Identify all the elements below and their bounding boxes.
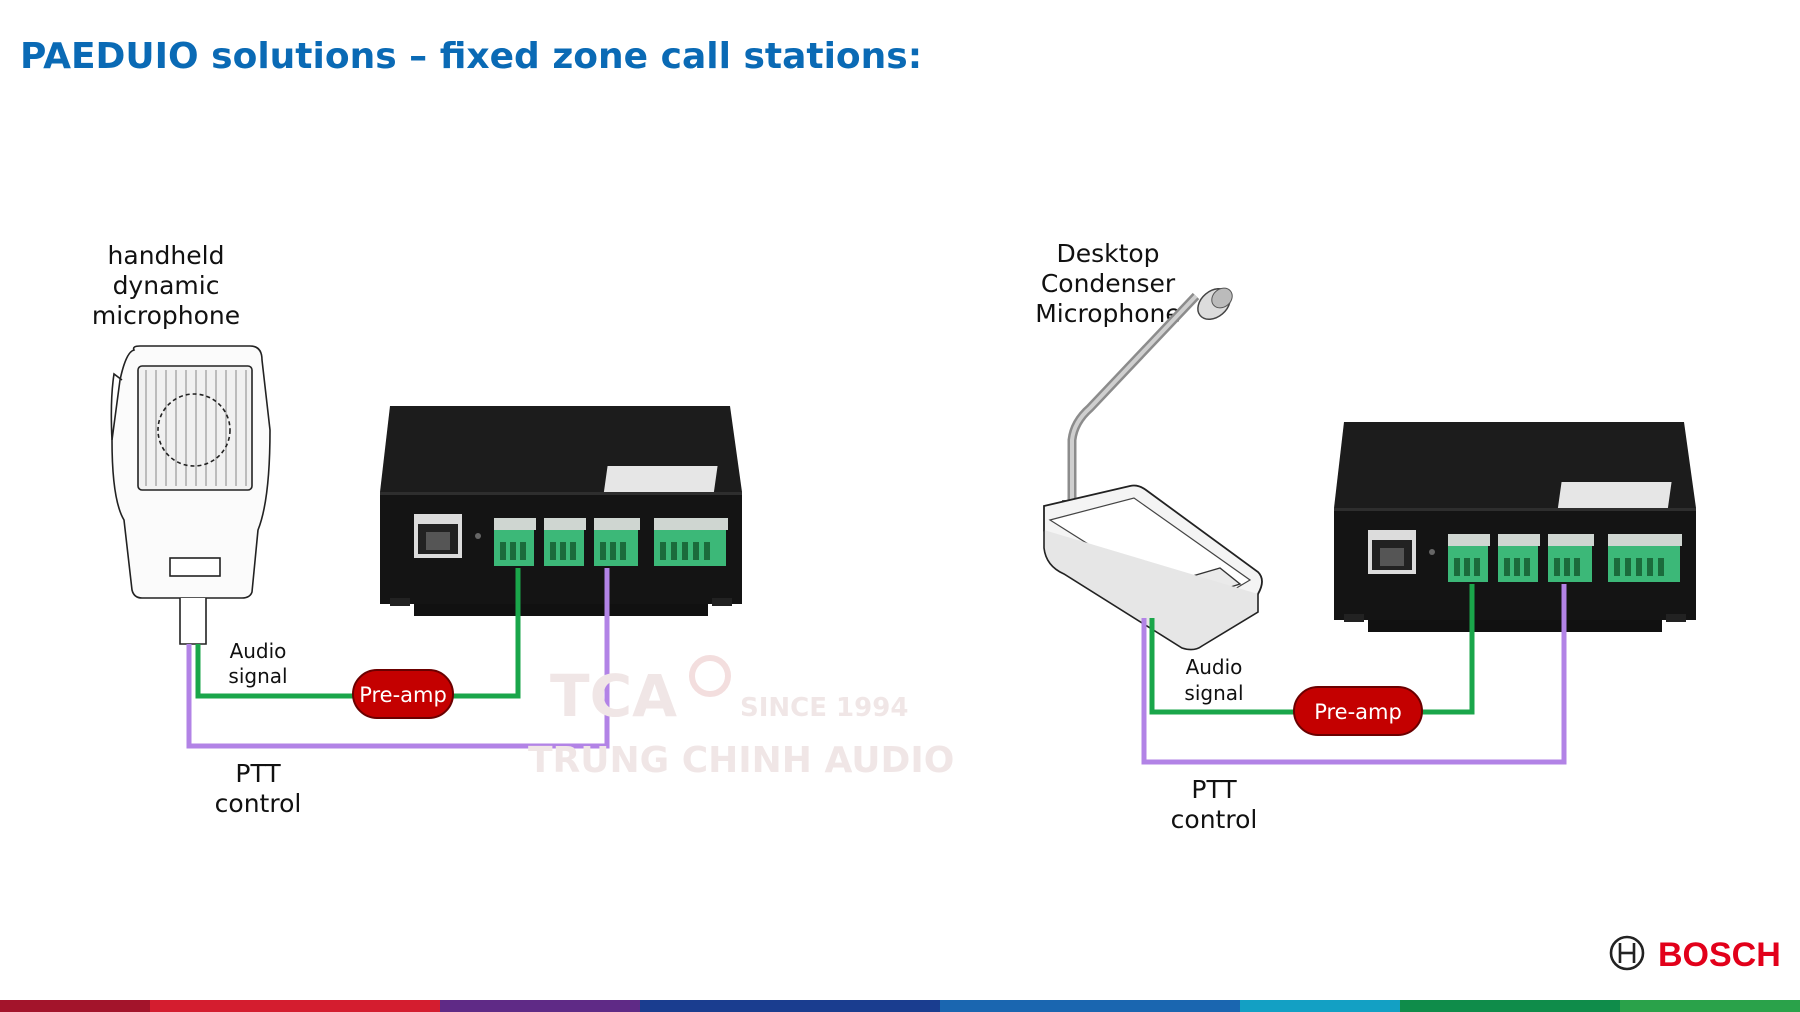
left-station: handheld dynamic microphone [92, 241, 742, 818]
stripe-segment [440, 1000, 640, 1012]
right-ptt-label-line2: control [1171, 805, 1258, 834]
left-mic-label-line1: handheld [108, 241, 225, 270]
left-ptt-label-line1: PTT [235, 759, 281, 788]
stripe-segment [1400, 1000, 1620, 1012]
right-mic-label-line2: Condenser [1041, 269, 1176, 298]
right-preamp: Pre-amp [1293, 686, 1423, 736]
stripe-segment [0, 1000, 150, 1012]
bosch-brand: BOSCH [1609, 935, 1781, 974]
right-station: Desktop Condenser Microphone Pre-amp Aud [1035, 239, 1696, 834]
right-ptt-wire [1141, 584, 1567, 765]
left-mic-label-line3: microphone [92, 301, 240, 330]
watermark-since: SINCE 1994 [740, 693, 908, 723]
page-title: PAEDUIO solutions – fixed zone call stat… [20, 36, 923, 77]
right-mic-label-line3: Microphone [1035, 299, 1181, 328]
desktop-microphone-icon [1043, 287, 1263, 651]
left-ptt-wire [186, 568, 610, 749]
left-preamp-label: Pre-amp [359, 683, 447, 707]
left-audio-label-line1: Audio [230, 639, 287, 663]
left-audio-device-icon [380, 406, 742, 616]
right-ptt-label-line1: PTT [1191, 775, 1237, 804]
right-audio-device-icon [1334, 422, 1696, 632]
right-audio-wire-return [1420, 584, 1475, 715]
stripe-segment [1240, 1000, 1400, 1012]
bosch-logo-icon [1609, 935, 1645, 971]
left-audio-label-line2: signal [228, 664, 287, 688]
stripe-segment [640, 1000, 940, 1012]
left-preamp: Pre-amp [352, 669, 454, 719]
right-audio-wire [1149, 618, 1296, 715]
left-mic-label-line2: dynamic [113, 271, 220, 300]
watermark-logo: TCA [550, 662, 677, 730]
bosch-wordmark: BOSCH [1658, 936, 1781, 974]
left-audio-wire-return [450, 568, 521, 699]
right-preamp-label: Pre-amp [1314, 700, 1402, 724]
left-audio-wire [195, 644, 360, 699]
left-ptt-label-line2: control [215, 789, 302, 818]
right-mic-label-line1: Desktop [1056, 239, 1159, 268]
handheld-microphone-icon [110, 345, 271, 645]
right-audio-label-line1: Audio [1186, 655, 1243, 679]
stripe-segment [1620, 1000, 1800, 1012]
right-audio-label-line2: signal [1184, 681, 1243, 705]
watermark: TCA SINCE 1994 TRUNG CHINH AUDIO [528, 655, 954, 781]
stripe-segment [150, 1000, 440, 1012]
stripe-segment [940, 1000, 1240, 1012]
watermark-name: TRUNG CHINH AUDIO [528, 740, 954, 781]
